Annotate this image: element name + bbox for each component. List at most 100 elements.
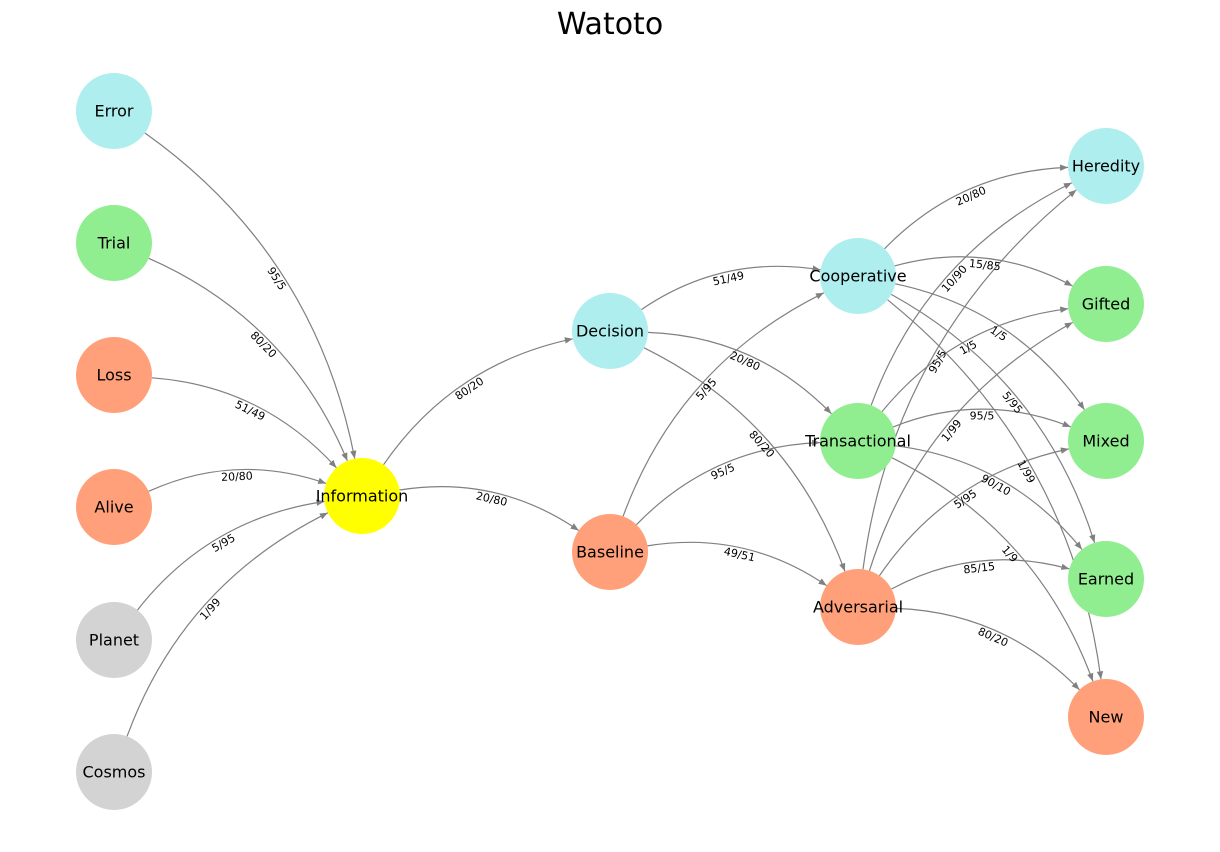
edge-transactional-to-mixed [893, 408, 1071, 428]
edge-label-loss-to-information: 51/49 [233, 398, 267, 424]
edge-adversarial-to-new [895, 607, 1080, 691]
edge-planet-to-information [136, 499, 325, 611]
node-new: New [1068, 679, 1144, 755]
node-gifted: Gifted [1068, 266, 1144, 342]
edge-transactional-to-earned [895, 445, 1083, 550]
node-circle-cosmos [76, 734, 152, 810]
edge-label-adversarial-to-gifted: 1/99 [939, 417, 965, 444]
node-adversarial: Adversarial [813, 569, 903, 645]
node-label-cooperative: Cooperative [809, 267, 906, 286]
edge-label-baseline-to-transactional: 95/5 [709, 461, 737, 483]
edge-transactional-to-heredity [870, 182, 1073, 406]
node-circle-information [324, 458, 400, 534]
edge-label-cosmos-to-information: 1/99 [197, 596, 223, 623]
node-label-error: Error [95, 102, 134, 121]
edge-label-adversarial-to-heredity: 95/5 [926, 348, 949, 376]
edge-label-adversarial-to-new: 80/20 [976, 625, 1010, 650]
node-label-alive: Alive [94, 498, 133, 517]
edge-label-cooperative-to-heredity: 20/80 [954, 184, 988, 209]
edge-label-adversarial-to-earned: 85/15 [963, 560, 996, 576]
edge-cooperative-to-mixed [895, 283, 1085, 411]
node-error: Error [76, 73, 152, 149]
edge-information-to-baseline [399, 486, 580, 531]
node-circle-earned [1068, 541, 1144, 617]
edge-label-alive-to-information: 20/80 [221, 470, 253, 484]
node-circle-mixed [1068, 403, 1144, 479]
edge-adversarial-to-gifted [868, 321, 1074, 571]
edge-label-information-to-decision: 80/20 [453, 375, 487, 403]
node-alive: Alive [76, 469, 152, 545]
edge-label-decision-to-transactional: 20/80 [728, 349, 762, 374]
node-cosmos: Cosmos [76, 734, 152, 810]
node-cooperative: Cooperative [809, 238, 907, 314]
edge-information-to-decision [383, 337, 573, 466]
edge-decision-to-transactional [647, 331, 832, 415]
node-circle-alive [76, 469, 152, 545]
node-label-decision: Decision [576, 322, 644, 341]
edge-label-transactional-to-mixed: 95/5 [970, 410, 995, 423]
edge-label-transactional-to-new: 1/9 [999, 543, 1021, 565]
node-circle-transactional [820, 403, 896, 479]
node-circle-trial [76, 205, 152, 281]
edge-label-cooperative-to-gifted: 15/85 [968, 257, 1001, 273]
node-circle-heredity [1068, 128, 1144, 204]
node-heredity: Heredity [1068, 128, 1144, 204]
edge-label-trial-to-information: 80/20 [248, 329, 279, 361]
edge-label-transactional-to-earned: 90/10 [979, 472, 1013, 499]
edge-alive-to-information [148, 468, 327, 492]
node-loss: Loss [76, 337, 152, 413]
node-trial: Trial [76, 205, 152, 281]
edge-label-decision-to-cooperative: 51/49 [712, 269, 746, 289]
node-label-heredity: Heredity [1072, 157, 1140, 176]
edge-cooperative-to-new [887, 299, 1104, 680]
edge-label-adversarial-to-mixed: 5/95 [952, 487, 980, 512]
diagram-title: Watoto [557, 7, 663, 42]
node-planet: Planet [76, 602, 152, 678]
node-information: Information [316, 458, 409, 534]
edge-label-baseline-to-adversarial: 49/51 [723, 545, 757, 565]
edge-label-planet-to-information: 5/95 [210, 531, 238, 555]
edge-adversarial-to-heredity [862, 189, 1077, 570]
edge-baseline-to-adversarial [647, 541, 827, 587]
edge-cosmos-to-information [126, 512, 329, 737]
node-label-adversarial: Adversarial [813, 598, 903, 617]
node-label-information: Information [316, 487, 409, 506]
node-label-planet: Planet [89, 631, 139, 650]
edge-trial-to-information [148, 257, 348, 462]
node-circle-new [1068, 679, 1144, 755]
node-circle-adversarial [820, 569, 896, 645]
edge-label-information-to-baseline: 20/80 [475, 489, 509, 509]
node-circle-error [76, 73, 152, 149]
edge-layer [126, 132, 1104, 737]
node-transactional: Transactional [804, 403, 911, 479]
edge-baseline-to-cooperative [622, 292, 825, 517]
edge-baseline-to-transactional [636, 439, 821, 526]
node-label-gifted: Gifted [1082, 295, 1130, 314]
edge-cooperative-to-earned [890, 293, 1096, 543]
edge-label-cooperative-to-new: 1/99 [1014, 458, 1037, 486]
edge-decision-to-cooperative [641, 265, 821, 311]
edge-adversarial-to-mixed [878, 447, 1069, 576]
node-circle-baseline [572, 514, 648, 590]
node-mixed: Mixed [1068, 403, 1144, 479]
edge-label-baseline-to-cooperative: 5/95 [693, 376, 719, 403]
node-label-cosmos: Cosmos [82, 763, 145, 782]
edge-decision-to-adversarial [643, 347, 846, 572]
node-label-loss: Loss [96, 366, 131, 385]
node-decision: Decision [572, 293, 648, 369]
edge-label-cooperative-to-mixed: 1/5 [988, 323, 1010, 344]
node-label-mixed: Mixed [1082, 432, 1129, 451]
edge-transactional-to-new [891, 457, 1094, 682]
node-circle-loss [76, 337, 152, 413]
node-label-baseline: Baseline [576, 543, 644, 562]
edge-loss-to-information [151, 377, 337, 469]
edge-error-to-information [144, 132, 357, 459]
node-label-earned: Earned [1078, 570, 1134, 589]
edge-transactional-to-gifted [881, 306, 1069, 412]
node-earned: Earned [1068, 541, 1144, 617]
edge-adversarial-to-earned [891, 559, 1070, 590]
node-circle-cooperative [820, 238, 896, 314]
node-label-transactional: Transactional [804, 432, 911, 451]
node-circle-planet [76, 602, 152, 678]
